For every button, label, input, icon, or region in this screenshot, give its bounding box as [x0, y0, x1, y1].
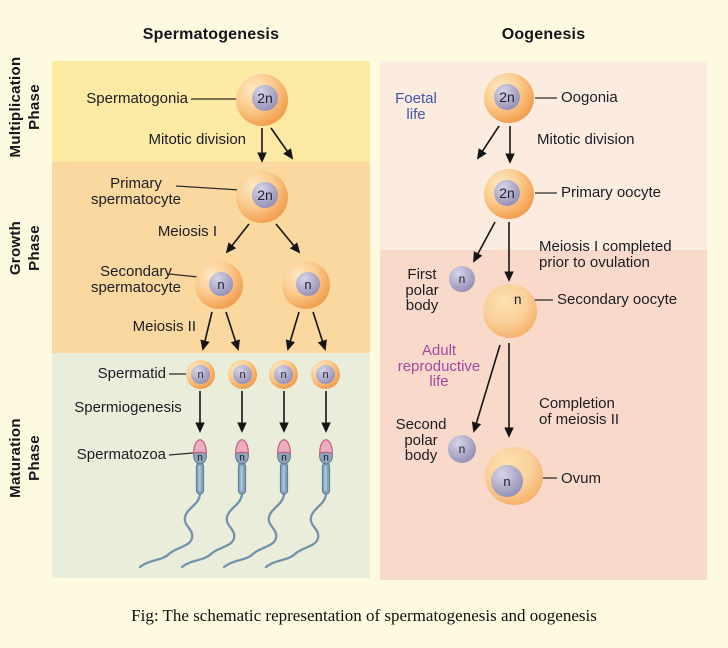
nucleus-ovum: n	[491, 465, 523, 497]
nucleus-primary-oocyte: 2n	[494, 180, 520, 206]
ploidy-label: n	[458, 442, 466, 456]
nucleus-primary-spermatocyte: 2n	[252, 182, 278, 208]
label-secondary-oocyte: Secondary oocyte	[557, 291, 678, 308]
title-oogenesis: Oogenesis	[501, 26, 586, 43]
label-meiosis-1: Meiosis I	[157, 223, 217, 240]
secondary-oocyte-ploidy: n	[514, 292, 522, 307]
ploidy-label: n	[239, 368, 246, 381]
arrow-meiosis2-3	[285, 311, 300, 351]
label-spermatid: Spermatid	[97, 365, 166, 382]
ploidy-label: 2n	[499, 185, 515, 201]
ploidy-label: n	[304, 276, 312, 292]
ploidy-label: 2n	[257, 90, 273, 106]
arrow-meiosis2-1	[200, 311, 213, 351]
arrow-to-first-polar-body	[473, 221, 496, 263]
arrow-meiosis2-4	[312, 311, 327, 351]
label-spermatogonia: Spermatogonia	[86, 90, 188, 107]
arrow-to-second-polar-body	[471, 344, 501, 433]
label-adult-reproductive-life: Adult reproductive life	[397, 342, 481, 390]
label-meiosis-2: Meiosis II	[132, 318, 196, 335]
connector-primary-spermatocyte	[175, 185, 241, 191]
label-meiosis-1-note: Meiosis I completed prior to ovulation	[539, 238, 672, 271]
label-primary-spermatocyte: Primary spermatocyte	[90, 175, 182, 208]
ploidy-label: n	[458, 272, 466, 286]
label-first-polar-body: First polar body	[405, 266, 439, 314]
ploidy-label: n	[280, 368, 287, 381]
nucleus-spermatogonia: 2n	[252, 85, 278, 111]
connector-secondary-spermatocyte	[168, 273, 199, 278]
label-oogonia: Oogonia	[561, 89, 618, 106]
ploidy-label: n	[217, 276, 225, 292]
panel-adult-life	[380, 250, 707, 580]
sperm-cell	[180, 438, 250, 569]
nucleus-secondary-spermatocyte-left: n	[209, 272, 233, 296]
nucleus-spermatid-2: n	[233, 365, 252, 384]
arrow-meiosis2-2	[225, 311, 240, 351]
band-growth-phase	[52, 162, 370, 353]
label-completion-of-meiosis-2: Completion of meiosis II	[539, 395, 620, 428]
ploidy-label: n	[197, 368, 204, 381]
cell-secondary-oocyte	[483, 284, 537, 338]
band-multiplication-phase	[52, 61, 370, 162]
sperm-cell	[264, 438, 334, 569]
arrow-mitotic-diagonal-left-panel	[270, 127, 294, 160]
arrow-meiosis1-right	[275, 223, 301, 254]
phase-label-multiplication: Multiplication Phase	[7, 56, 43, 158]
figure-caption: Fig: The schematic representation of spe…	[131, 606, 597, 625]
cell-second-polar-body: n	[448, 435, 476, 463]
ploidy-label: 2n	[499, 89, 515, 105]
arrow-meiosis1-left	[225, 223, 250, 254]
ploidy-label: 2n	[257, 187, 273, 203]
nucleus-secondary-spermatocyte-right: n	[296, 272, 320, 296]
label-mitotic-division-right: Mitotic division	[537, 131, 635, 148]
label-ovum: Ovum	[561, 470, 602, 487]
nucleus-spermatid-4: n	[316, 365, 335, 384]
label-spermiogenesis: Spermiogenesis	[74, 399, 182, 416]
connector-spermatozoa	[168, 452, 194, 456]
phase-label-growth: Growth Phase	[7, 220, 43, 276]
ploidy-label: n	[322, 368, 329, 381]
label-mitotic-division-left: Mitotic division	[148, 131, 246, 148]
label-foetal-life: Foetal life	[395, 90, 437, 123]
label-second-polar-body: Second polar body	[395, 416, 447, 464]
arrow-mitotic-diagonal-right-panel	[476, 125, 500, 160]
nucleus-spermatid-3: n	[274, 365, 293, 384]
phase-label-maturation: Maturation Phase	[7, 418, 43, 498]
nucleus-oogonia: 2n	[494, 84, 520, 110]
label-secondary-spermatocyte: Secondary spermatocyte	[90, 263, 182, 296]
label-primary-oocyte: Primary oocyte	[561, 184, 662, 201]
cell-first-polar-body: n	[449, 266, 475, 292]
ploidy-label: n	[503, 473, 511, 489]
nucleus-spermatid-1: n	[191, 365, 210, 384]
sperm-cell	[222, 438, 292, 569]
panel-foetal-life	[380, 61, 707, 250]
label-spermatozoa: Spermatozoa	[76, 446, 166, 463]
title-spermatogenesis: Spermatogenesis	[142, 26, 280, 43]
